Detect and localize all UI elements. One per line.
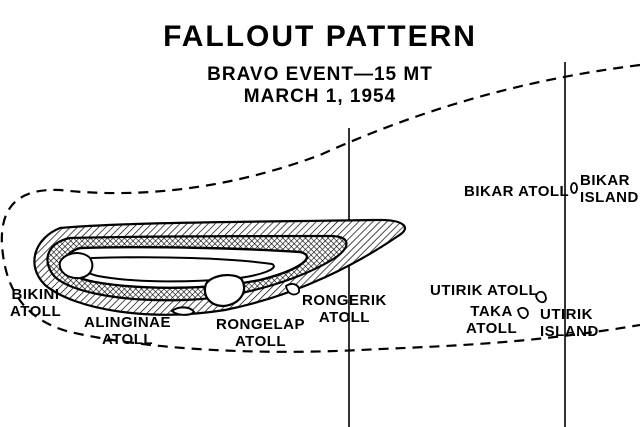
bikini-atoll-shape: [58, 252, 94, 280]
taka-atoll-label-line1: TAKA: [470, 303, 513, 320]
rongelap-atoll-label: RONGELAP ATOLL: [216, 316, 305, 350]
bikini-atoll-label-line2: ATOLL: [10, 303, 62, 320]
bikar-island-label: BIKAR ISLAND: [580, 172, 639, 206]
ailinginae-atoll-label: ALINGINAE ATOLL: [84, 314, 171, 348]
map-title: FALLOUT PATTERN: [163, 20, 477, 53]
rongerik-atoll-label: RONGERIK ATOLL: [302, 292, 387, 326]
utirik-atoll-label: UTIRIK ATOLL: [430, 282, 539, 299]
bikar-atoll-label: BIKAR ATOLL: [464, 183, 570, 200]
rongelap-atoll-label-line2: ATOLL: [234, 333, 287, 350]
utirik-island-label: UTIRIK ISLAND: [540, 306, 599, 340]
ailinginae-atoll-label-line1: ALINGINAE: [84, 314, 171, 331]
bikar-island-label-line1: BIKAR: [580, 172, 630, 189]
event-subtitle: BRAVO EVENT—15 MT: [207, 64, 433, 85]
rongelap-atoll-label-line1: RONGELAP: [216, 316, 306, 333]
rongerik-atoll-label-line1: RONGERIK: [302, 292, 387, 309]
bikar-island-label-line2: ISLAND: [580, 189, 639, 206]
bikar-atoll-shape: [570, 182, 578, 194]
rongelap-atoll-shape: [203, 274, 246, 308]
utirik-island-label-line1: UTIRIK: [540, 306, 593, 323]
taka-atoll-label: TAKA ATOLL: [466, 303, 517, 337]
ailinginae-atoll-shape: [170, 306, 196, 316]
utirik-atoll-shape: [535, 290, 547, 304]
rongerik-atoll-label-line2: ATOLL: [318, 309, 370, 326]
ailinginae-atoll-label-line2: ATOLL: [101, 331, 154, 348]
bikini-atoll-label-line1: BIKINI: [11, 286, 60, 303]
taka-atoll-label-line2: ATOLL: [466, 320, 518, 337]
taka-atoll-shape: [517, 307, 529, 319]
outer-fallout-contour: [0, 63, 640, 353]
date-subtitle: MARCH 1, 1954: [243, 86, 397, 107]
innermost-fallout-contour: [82, 256, 275, 283]
rongerik-atoll-shape: [284, 283, 300, 296]
utirik-island-label-line2: ISLAND: [540, 323, 599, 340]
bikini-atoll-label: BIKINI ATOLL: [10, 286, 61, 320]
